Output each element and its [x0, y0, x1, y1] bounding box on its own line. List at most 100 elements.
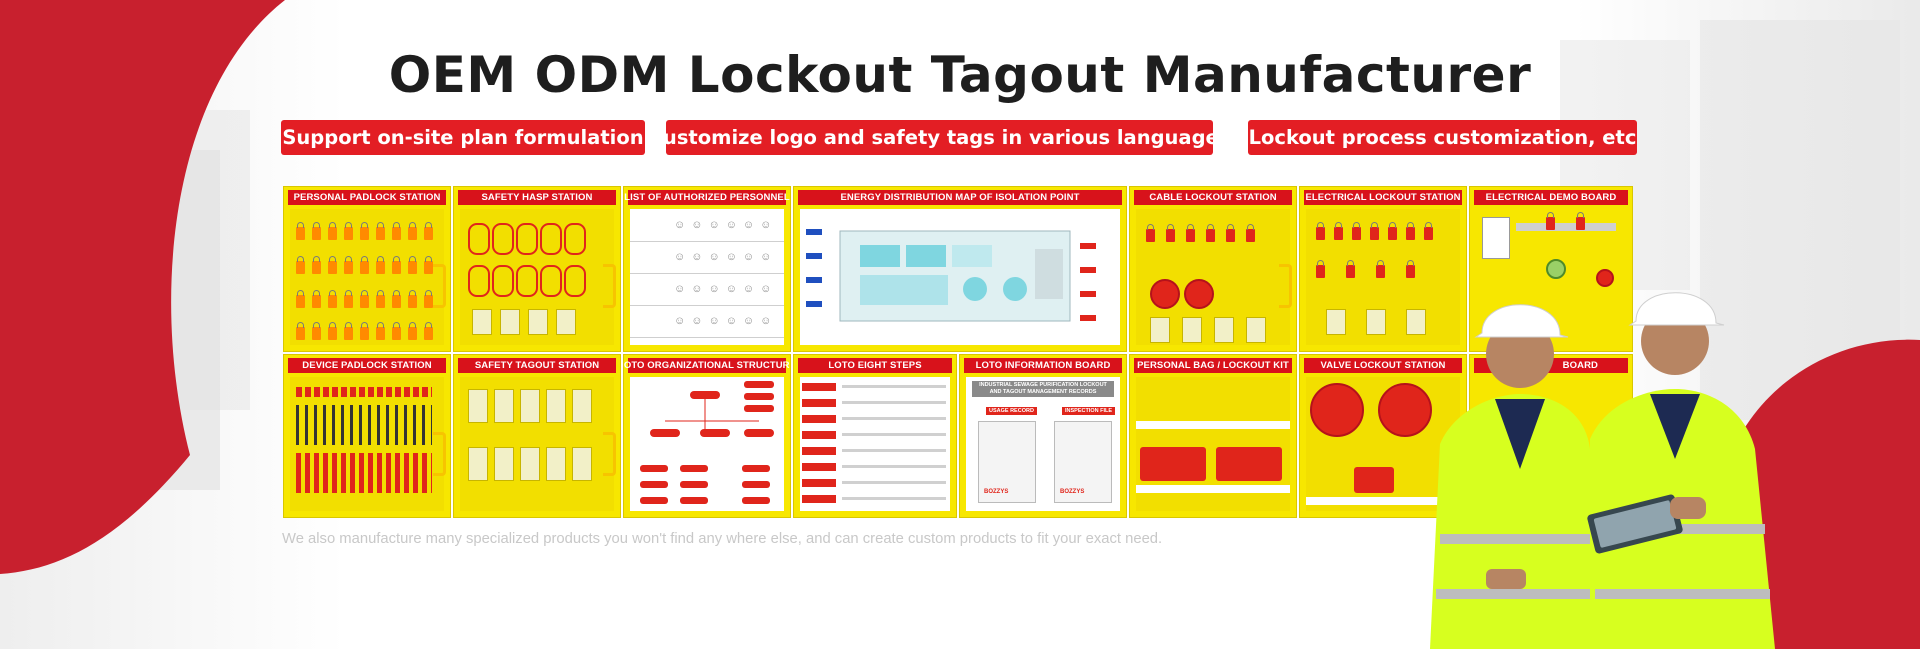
safety-tag [546, 447, 566, 481]
row-divider [630, 337, 784, 338]
padlock [344, 222, 353, 240]
door-handle [1279, 264, 1292, 308]
lockout-kit-shelves [1136, 377, 1290, 511]
safety-tag [520, 389, 540, 423]
breaker-lock [1316, 222, 1325, 240]
breaker-lock [1388, 222, 1397, 240]
padlock [296, 290, 305, 308]
feature-pill-process: Lockout process customization, etc [1248, 120, 1637, 155]
padlock [328, 222, 337, 240]
valve-demo [1546, 259, 1566, 279]
hasp [564, 265, 586, 297]
padlock [360, 222, 369, 240]
breaker-lock [1370, 222, 1379, 240]
hasp [492, 223, 514, 255]
inspection-file-label: INSPECTION FILE [1062, 407, 1116, 415]
board-electrical-lockout-station: ELECTRICAL LOCKOUT STATION [1299, 186, 1467, 352]
safety-tag [1246, 317, 1266, 343]
padlock [296, 256, 305, 274]
board-title: ELECTRICAL DEMO BOARD [1474, 190, 1628, 205]
board-valve-lockout-station: VALVE LOCKOUT STATION [1299, 354, 1467, 518]
breaker-lock [1352, 222, 1361, 240]
shelf [1136, 485, 1290, 493]
shelf [1136, 421, 1290, 429]
cable-lock [1166, 224, 1175, 242]
padlock-grid [290, 209, 446, 345]
safety-tag [1326, 309, 1346, 335]
info-board: INDUSTRIAL SEWAGE PURIFICATION LOCKOUT A… [966, 377, 1120, 511]
tablet-icon [1587, 494, 1683, 554]
board-title: CABLE LOCKOUT STATION [1134, 190, 1292, 205]
valve-lock-grid [1306, 377, 1460, 511]
padlock [408, 256, 417, 274]
board-title: LOTO INFORMATION BOARD [964, 358, 1122, 373]
padlock [392, 222, 401, 240]
caption-text: We also manufacture many specialized pro… [282, 531, 1163, 547]
emergency-stop [1596, 269, 1614, 287]
steps-diagram [802, 383, 946, 503]
door-handle [433, 432, 446, 476]
board-title: SAFETY HASP STATION [458, 190, 616, 205]
brand-logo: BOZZYS [984, 489, 1009, 495]
row-divider [630, 273, 784, 274]
cable-lock [1246, 224, 1255, 242]
shelf [1306, 497, 1460, 505]
lock-rail [296, 453, 432, 493]
avatar-row: ☺☺☺☺☺☺ [674, 315, 778, 327]
board-title: PERSONAL PADLOCK STATION [288, 190, 446, 205]
hand [1670, 497, 1706, 519]
padlock [344, 322, 353, 340]
padlock [312, 290, 321, 308]
eight-steps-list [800, 377, 950, 511]
door-handle [433, 264, 446, 308]
lockout-kit-box [1354, 467, 1394, 493]
valve-lockout [1310, 383, 1364, 437]
org-chart-diagram [640, 381, 774, 504]
breaker-lock [1376, 260, 1385, 278]
padlock [408, 322, 417, 340]
worker-right [1590, 292, 1775, 649]
padlock [312, 256, 321, 274]
board-loto-organizational-structure: LOTO ORGANIZATIONAL STRUCTURE [623, 354, 791, 518]
org-chart [630, 377, 784, 511]
breaker-lock [1346, 260, 1355, 278]
padlock [376, 290, 385, 308]
lockout-kit-box [1140, 447, 1206, 481]
safety-tag [572, 447, 592, 481]
safety-tag [468, 389, 488, 423]
safety-tag [1150, 317, 1170, 343]
lock-rail [296, 405, 432, 445]
safety-tag [1182, 317, 1202, 343]
workers-illustration [1430, 292, 1775, 649]
breaker-lock [1424, 222, 1433, 240]
safety-tag [572, 389, 592, 423]
safety-tag [1406, 309, 1426, 335]
padlock [344, 256, 353, 274]
padlock [328, 290, 337, 308]
lockout-board-wall: PERSONAL PADLOCK STATION [283, 186, 1633, 518]
electrical-lock-grid [1306, 209, 1460, 345]
padlock [408, 222, 417, 240]
safety-tag [500, 309, 520, 335]
door-handle [603, 432, 616, 476]
board-title: LOTO EIGHT STEPS [798, 358, 952, 373]
safety-tag [472, 309, 492, 335]
board-title: LIST OF AUTHORIZED PERSONNEL [624, 190, 790, 205]
hasp [468, 223, 490, 255]
padlock [392, 290, 401, 308]
padlock [328, 322, 337, 340]
usage-record-doc [978, 421, 1036, 503]
tagout-grid [460, 377, 616, 511]
board-title: ELECTRICAL LOCKOUT STATION [1304, 190, 1462, 205]
cable-lock [1146, 224, 1155, 242]
feature-pill-plan: Support on-site plan formulation [281, 120, 645, 155]
personnel-list: ☺☺☺☺☺☺ ☺☺☺☺☺☺ ☺☺☺☺☺☺ ☺☺☺☺☺☺ [630, 209, 784, 345]
feature-pill-customize: Customize logo and safety tags in variou… [649, 120, 1230, 155]
board-title: PERSONAL BAG / LOCKOUT KIT [1134, 358, 1292, 373]
inspection-file-doc [1054, 421, 1112, 503]
cable-lock [1186, 224, 1195, 242]
avatar-row: ☺☺☺☺☺☺ [674, 219, 778, 231]
board-loto-eight-steps: LOTO EIGHT STEPS [793, 354, 957, 518]
safety-tag [528, 309, 548, 335]
board-cable-lockout-station: CABLE LOCKOUT STATION [1129, 186, 1297, 352]
